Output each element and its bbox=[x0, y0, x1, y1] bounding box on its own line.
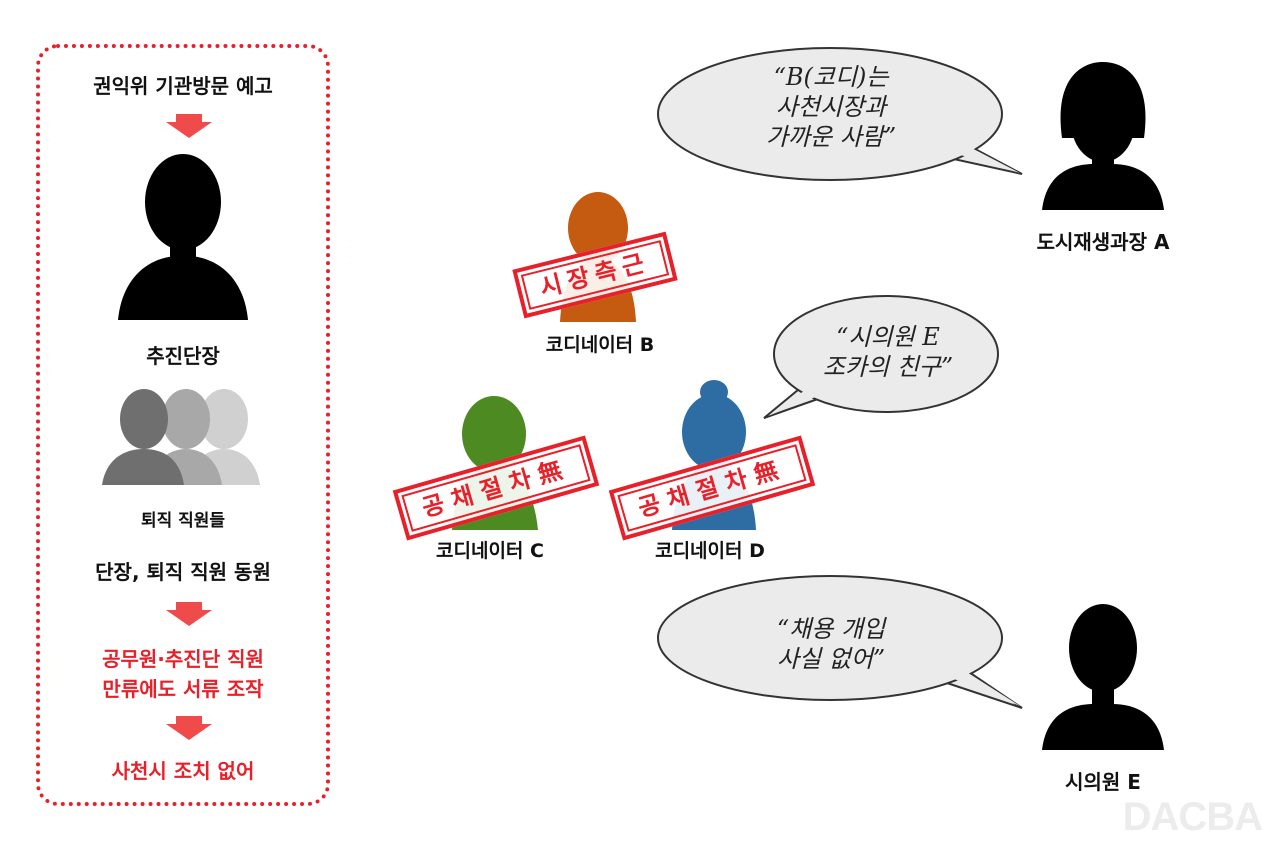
director-silhouette-icon bbox=[118, 154, 248, 320]
flow-step-forgery-line2: 만류에도 서류 조작 bbox=[102, 677, 264, 701]
down-arrow-icon bbox=[166, 602, 212, 626]
coordinator-d-label: 코디네이터 D bbox=[655, 540, 765, 562]
councilor-e-label: 시의원 E bbox=[1065, 770, 1141, 794]
down-arrow-icon bbox=[166, 114, 212, 138]
speech-bubble-e bbox=[657, 575, 1023, 709]
quote-e: “채용 개입 사실 없어” bbox=[700, 614, 962, 674]
process-flow-box bbox=[36, 44, 330, 806]
flow-step-forgery-line1: 공무원·추진단 직원 bbox=[102, 647, 264, 671]
official-a-label: 도시재생과장 A bbox=[1036, 230, 1170, 254]
quote-e-line2: 사실 없어” bbox=[776, 645, 886, 673]
down-arrow-icon bbox=[166, 716, 212, 740]
watermark-logo: DACBA bbox=[1122, 795, 1263, 839]
flow-step-notice: 권익위 기관방문 예고 bbox=[93, 74, 273, 98]
director-label: 추진단장 bbox=[146, 344, 220, 368]
quote-d-line1: “시의원 E bbox=[836, 323, 940, 351]
councilor-e-silhouette-icon bbox=[1042, 604, 1164, 750]
flow-step-no-action: 사천시 조치 없어 bbox=[111, 759, 255, 783]
speech-bubble-a bbox=[657, 47, 1023, 181]
retired-staff-label: 퇴직 직원들 bbox=[140, 511, 226, 531]
retired-staff-group-icon bbox=[102, 389, 260, 485]
quote-a-line3: 가까운 사람” bbox=[765, 123, 897, 151]
quote-a: “B(코디)는 사천시장과 가까운 사람” bbox=[700, 62, 962, 152]
official-a-silhouette-icon bbox=[1042, 62, 1164, 210]
flow-step-mobilize: 단장, 퇴직 직원 동원 bbox=[95, 560, 271, 584]
quote-d-line2: 조카의 친구” bbox=[822, 353, 954, 381]
speech-bubble-d bbox=[763, 295, 999, 419]
quote-d: “시의원 E 조카의 친구” bbox=[796, 322, 980, 382]
coordinator-c-label: 코디네이터 C bbox=[436, 540, 544, 562]
flow-step-forgery: 공무원·추진단 직원 만류에도 서류 조작 bbox=[40, 644, 326, 704]
quote-a-line1: “B(코디)는 bbox=[773, 63, 889, 91]
coordinator-b-label: 코디네이터 B bbox=[545, 334, 655, 356]
quote-e-line1: “채용 개입 bbox=[776, 615, 886, 643]
quote-a-line2: 사천시장과 bbox=[775, 93, 887, 121]
